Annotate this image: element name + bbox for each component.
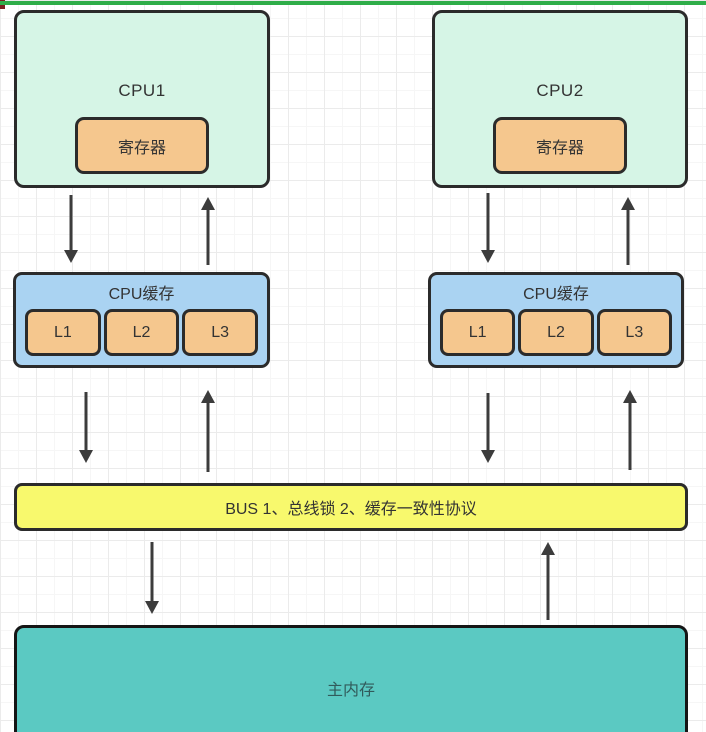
cpu2-register-box: 寄存器 [493, 117, 627, 174]
arrow-memory-to-bus [541, 542, 555, 620]
cpu2-label: CPU2 [536, 81, 584, 100]
cache2-title: CPU缓存 [523, 286, 589, 303]
bus-label: BUS 1、总线锁 2、缓存一致性协议 [225, 501, 477, 518]
cpu1-register-label: 寄存器 [117, 139, 166, 157]
main-memory-box: 主内存 [14, 625, 688, 732]
arrow-bus-to-cache2 [623, 390, 637, 470]
cache1-l1-cell: L1 [25, 309, 101, 356]
cpu1-label: CPU1 [118, 81, 166, 100]
arrow-cache1-to-cpu1 [201, 197, 215, 265]
cpu1-register-box: 寄存器 [75, 117, 209, 174]
cache1-l2-cell: L2 [103, 309, 180, 356]
arrow-cache2-to-bus [481, 393, 495, 463]
arrow-cache2-to-cpu2 [621, 197, 635, 265]
top-accent-line [0, 1, 706, 5]
cache2-box: CPU缓存 L1 L2 L3 [428, 272, 684, 368]
arrow-cache1-to-bus [79, 392, 93, 463]
cache1-title: CPU缓存 [108, 286, 175, 303]
cache2-l3-cell: L3 [596, 309, 672, 356]
cache1-box: CPU缓存 L1 L2 L3 [13, 272, 270, 368]
cache1-cells: L1 L2 L3 [25, 309, 259, 356]
cpu2-register-label: 寄存器 [535, 139, 584, 157]
cpu1-box: CPU1 寄存器 [14, 10, 270, 188]
cpu2-box: CPU2 寄存器 [432, 10, 688, 188]
bus-bar: BUS 1、总线锁 2、缓存一致性协议 [14, 483, 688, 531]
arrow-cpu2-to-cache2 [481, 193, 495, 263]
main-memory-label: 主内存 [326, 682, 375, 699]
arrow-cpu1-to-cache1 [64, 195, 78, 263]
cache1-l3-cell: L3 [182, 309, 259, 356]
cache2-l1-cell: L1 [440, 309, 516, 356]
arrow-bus-to-cache1 [201, 390, 215, 472]
cache2-cells: L1 L2 L3 [440, 309, 672, 356]
arrow-bus-to-memory [145, 542, 159, 614]
cache2-l2-cell: L2 [518, 309, 594, 356]
